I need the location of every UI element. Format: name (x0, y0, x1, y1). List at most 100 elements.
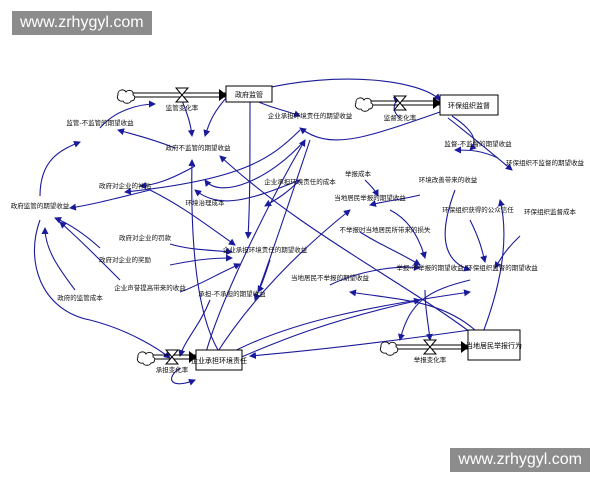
stock-gov: 政府监管 (235, 90, 263, 99)
link (398, 279, 471, 341)
watermark-top: www.zrhygyl.com (12, 11, 152, 35)
link (329, 263, 421, 286)
link (139, 165, 196, 190)
cloud-icon (354, 97, 374, 112)
aux-ngo-supervise-return: 环保组织监督的期望收益 (466, 263, 538, 272)
aux-report-cost: 举报成本 (345, 169, 372, 178)
valve-ngo (392, 95, 408, 111)
flow-arrows (189, 89, 469, 363)
link (389, 209, 427, 259)
valve-gov (174, 87, 190, 103)
cloud-icon (136, 351, 156, 366)
stocks: 政府监管 环保组织监督 企业承担环境责任 当地居民举报行为 (191, 85, 522, 371)
link (349, 289, 476, 331)
link (249, 329, 471, 359)
link (39, 140, 81, 197)
link (299, 111, 441, 141)
link (369, 194, 421, 207)
link (359, 231, 421, 266)
link (469, 219, 487, 263)
stock-box-firm (195, 349, 243, 371)
link (149, 189, 236, 246)
valve-firm (164, 349, 180, 365)
aux-firm-cost: 企业承担环境责任的成本 (264, 177, 336, 186)
cloud-icon (379, 341, 399, 356)
aux-resident-diff: 举报-不举报的期望收益 (396, 263, 464, 272)
aux-resident-report-return: 当地居民举报的期望收益 (334, 193, 406, 202)
aux-ngo-public-trust: 环保组织获得的公众信任 (442, 205, 514, 214)
stock-box-ngo (439, 94, 499, 116)
link (229, 297, 421, 363)
link (33, 219, 171, 359)
auxiliary-labels: 企业承担环境责任的期望收益 监管-不监管的期望收益 政府不监管的期望收益 政府对… (11, 111, 585, 302)
aux-environment-gain: 环境改善带来的收益 (419, 175, 478, 184)
link (169, 254, 233, 266)
aux-resident-not-report-return: 当地居民不举报的期望收益 (291, 273, 370, 282)
link (451, 115, 477, 151)
link (99, 100, 156, 129)
link (214, 209, 351, 357)
link (224, 289, 471, 357)
aux-ngo-diff: 监督-不监督的期望收益 (444, 139, 512, 148)
aux-gov-fine: 政府对企业的罚款 (119, 233, 172, 242)
valves (164, 87, 438, 365)
stock-box-resident (467, 329, 521, 361)
link (41, 227, 76, 291)
link (124, 129, 301, 195)
valve-resident (422, 339, 438, 355)
aux-firm-expected-return: 企业承担环境责任的期望收益 (268, 111, 353, 120)
clouds (116, 89, 399, 366)
link (171, 367, 196, 386)
link (194, 179, 301, 202)
causal-links (33, 78, 521, 386)
aux-gov-supervise-cost: 政府的监管成本 (57, 293, 103, 302)
link (59, 221, 121, 281)
aux-gov-supervise-diff: 监管-不监管的期望收益 (66, 118, 134, 127)
link (203, 95, 229, 137)
rate-resident: 举报变化率 (414, 355, 447, 364)
link (244, 97, 252, 239)
aux-reputation-gain: 企业声誉提高带来的收益 (114, 283, 186, 292)
link (54, 216, 101, 249)
link (494, 235, 521, 269)
aux-gov-reward: 政府对企业的奖励 (99, 255, 152, 264)
aux-firm-diff: 承担-不承担的期望收益 (198, 289, 266, 298)
link (447, 117, 513, 171)
stock-firm: 企业承担环境责任 (191, 356, 247, 365)
link (253, 139, 311, 301)
link (188, 159, 226, 361)
link (264, 179, 301, 207)
stock-box-gov (225, 85, 273, 103)
stock-ngo: 环保组织监督 (448, 101, 490, 110)
rate-gov: 监管变化率 (166, 103, 199, 112)
link (204, 139, 306, 357)
link (424, 289, 433, 341)
watermark-bottom: www.zrhygyl.com (450, 448, 590, 472)
aux-ngo-not-supervise-return: 环保组织不监督的期望收益 (506, 158, 585, 167)
aux-gov-supervise-return: 政府监管的期望收益 (11, 201, 70, 210)
link (257, 78, 441, 101)
link (69, 189, 151, 211)
rate-labels: 监管变化率 监督变化率 承担变化率 举报变化率 (156, 103, 447, 374)
link (479, 199, 505, 341)
aux-gov-not-supervise-return: 政府不监管的期望收益 (166, 143, 232, 152)
link (179, 263, 241, 293)
aux-ngo-cost: 环保组织监督成本 (524, 207, 577, 216)
link (219, 155, 471, 333)
aux-firm-expected-return-2: 企业承担环境责任的期望收益 (223, 245, 308, 254)
rate-firm: 承担变化率 (156, 365, 189, 374)
link (169, 243, 233, 255)
link (204, 139, 306, 189)
stock-resident: 当地居民举报行为 (466, 341, 522, 350)
aux-resident-loss: 不举报时当地居民所带来的损失 (340, 225, 432, 234)
rate-ngo: 监督变化率 (384, 113, 417, 122)
link (364, 179, 379, 197)
link (178, 299, 211, 357)
aux-governance-cost: 环境治理成本 (186, 198, 226, 207)
link (257, 259, 271, 293)
cloud-icon (116, 89, 136, 104)
link (444, 189, 471, 272)
link (454, 146, 499, 159)
aux-gov-subsidy: 政府对企业的补贴 (99, 181, 152, 190)
